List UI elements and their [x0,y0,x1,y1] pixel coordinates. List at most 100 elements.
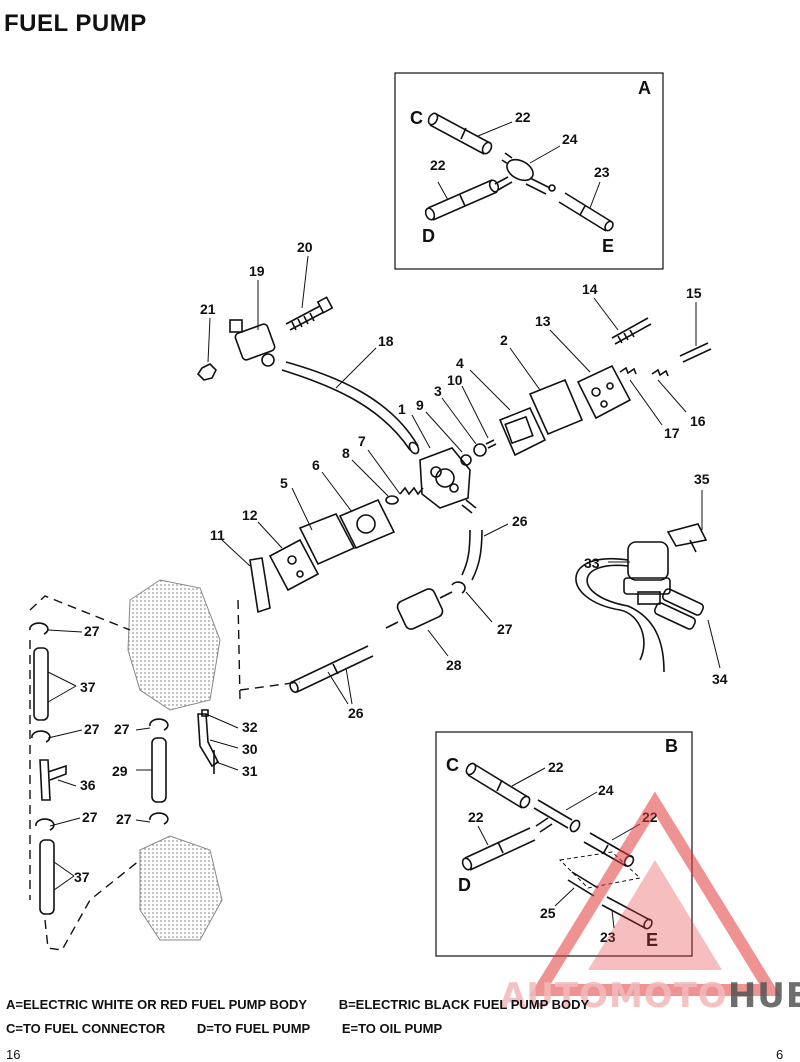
inset-a-label-22-lower: 22 [430,157,446,173]
label-part-32: 32 [242,719,258,735]
label-part-2: 2 [500,332,508,348]
hose-26-lower [289,645,374,693]
inset-a-label-23: 23 [594,164,610,180]
legend-b: B=ELECTRIC BLACK FUEL PUMP BODY [338,997,590,1012]
pump-body-1 [419,447,477,514]
inset-a-label-e: E [602,236,614,256]
label-part-14: 14 [582,281,598,297]
label-part-6: 6 [312,457,320,473]
hose-22-lower-b [461,827,536,871]
hose-29 [151,737,167,803]
screw-20 [285,296,334,331]
watermark-logo [529,791,781,996]
page-number-left: 16 [6,1047,21,1062]
inset-b-label-e: E [646,930,658,950]
label-part-27-left-2: 27 [84,721,100,737]
legend-e: E=TO OIL PUMP [341,1021,443,1036]
diaphragm-2 [528,378,584,436]
tee-fitting-24-a [494,152,556,195]
clamp-27-5 [149,812,169,825]
gasket-4 [498,406,547,457]
pin-10 [485,439,497,449]
label-part-33: 33 [584,555,600,571]
hose-22-lower-a [424,179,500,221]
inset-b-label-22-lower: 22 [468,809,484,825]
label-part-36: 36 [80,777,96,793]
legend-line-1: A=ELECTRIC WHITE OR RED FUEL PUMP BODY B… [6,997,617,1012]
inset-a [394,72,664,270]
tee-fitting-24-b [533,799,581,833]
fuel-filter-28 [385,588,453,630]
page-number-right: 6 [776,1047,784,1062]
hose-37-upper [33,647,49,721]
watermark-part1: AUTOMOTO [500,976,728,1016]
label-part-7: 7 [358,433,366,449]
inset-b-label-23: 23 [600,929,616,945]
wiring-harness [575,557,665,673]
washer-3 [473,443,487,457]
label-part-27-main: 27 [497,621,513,637]
pump-cover-13 [576,364,632,420]
label-part-20: 20 [297,239,313,255]
label-part-28: 28 [446,657,462,673]
clip-35 [666,523,708,553]
inset-b-letter: B [665,736,678,756]
inset-b-label-24: 24 [598,782,614,798]
pump-base-12 [268,538,320,592]
label-part-15: 15 [686,285,702,301]
label-part-17: 17 [664,425,680,441]
elbow-hose-26 [461,529,483,581]
nut-21 [196,363,217,381]
label-part-1: 1 [398,401,406,417]
fuel-hose-18 [281,361,420,455]
label-part-37-upper: 37 [80,679,96,695]
tee-fitting-36 [39,759,67,801]
spring-16 [651,368,669,377]
hose-22-upper-a [427,112,493,155]
hose-37-lower [39,839,55,915]
label-part-30: 30 [242,741,258,757]
legend-a: A=ELECTRIC WHITE OR RED FUEL PUMP BODY [6,997,308,1012]
label-part-31: 31 [242,763,258,779]
electric-pump-33 [623,541,671,605]
hose-22-upper-b [465,762,531,809]
hose-23-a [558,192,614,232]
connector-25-b [567,871,599,897]
label-part-12: 12 [242,507,258,523]
engine-block-upper [127,579,221,711]
clamp-27-2 [31,730,51,743]
inset-b [435,731,693,957]
main-parts [29,255,721,951]
label-part-11: 11 [210,527,225,543]
inset-b-label-c: C [446,755,459,775]
label-part-34: 34 [712,671,728,687]
valve-8 [385,495,399,505]
label-part-19: 19 [249,263,265,279]
screw-14 [611,317,652,345]
legend-c: C=TO FUEL CONNECTOR [6,1021,166,1036]
label-part-27-mid-1: 27 [114,721,130,737]
label-part-3: 3 [434,383,442,399]
inset-a-label-24: 24 [562,131,578,147]
label-part-21: 21 [200,301,216,317]
label-part-27-left-3: 27 [82,809,98,825]
label-part-26-lower: 26 [348,705,364,721]
diaphragm-5 [298,512,356,566]
inset-a-label-d: D [422,226,435,246]
spring-7 [399,486,424,496]
hose-23-b [601,896,653,930]
inset-a-label-c: C [410,108,423,128]
label-part-13: 13 [535,313,551,329]
label-part-8: 8 [342,445,350,461]
engine-block-lower [139,835,223,941]
legend-line-2: C=TO FUEL CONNECTOR D=TO FUEL PUMP E=TO … [6,1021,470,1036]
label-part-16: 16 [690,413,706,429]
check-valve-9 [460,454,472,466]
inset-a-letter: A [638,78,651,98]
label-part-4: 4 [456,355,464,371]
inset-a-label-22-upper: 22 [515,109,531,125]
spring-17 [619,366,637,375]
label-part-35: 35 [694,471,710,487]
gasket-6 [338,498,396,550]
washer-32 [201,709,209,717]
